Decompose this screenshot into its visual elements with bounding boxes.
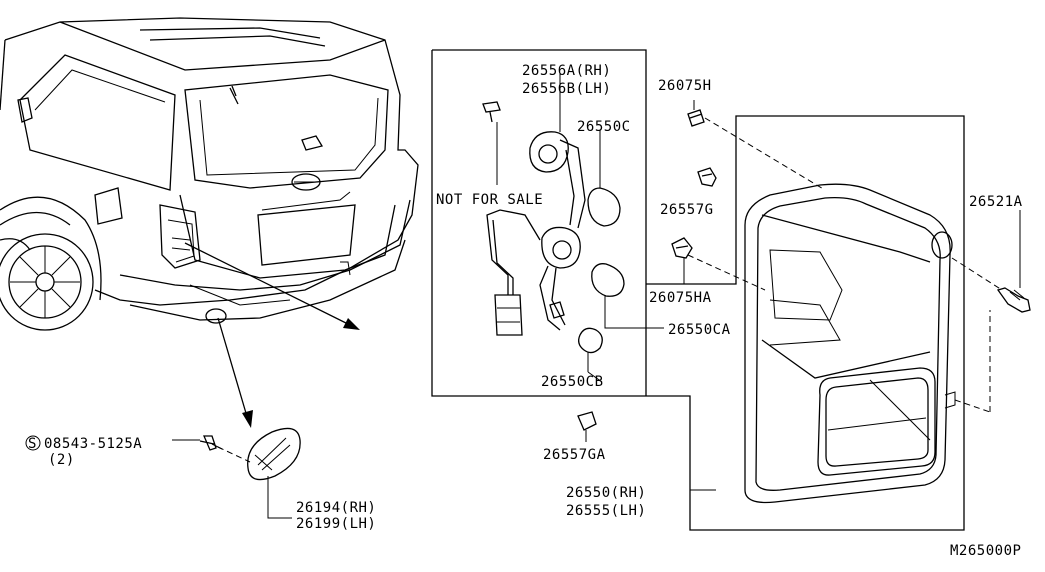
- label-not-for-sale: NOT FOR SALE: [436, 192, 543, 208]
- clips: [577, 100, 717, 442]
- label-26075HA: 26075HA: [649, 290, 712, 306]
- socket-box: [431, 49, 965, 531]
- vehicle-callout-arrows: [184, 242, 360, 428]
- labels: 26556A(RH) 26556B(LH) 26550C NOT FOR SAL…: [25, 63, 1023, 559]
- label-26521A: 26521A: [969, 194, 1023, 210]
- harness-and-bulbs: [482, 74, 664, 372]
- tail-lamp-assembly: [687, 117, 1003, 504]
- label-26557G: 26557G: [660, 202, 714, 218]
- label-26199: 26199(LH): [296, 516, 376, 532]
- label-26557GA: 26557GA: [543, 447, 606, 463]
- side-reflector-assembly: [172, 427, 301, 519]
- label-qty-2: (2): [48, 452, 75, 468]
- label-diagram-code: M265000P: [950, 543, 1021, 559]
- vehicle-rear-illustration: [0, 17, 419, 331]
- label-26550C: 26550C: [577, 119, 631, 135]
- arrow-head-icon: [242, 410, 253, 428]
- arrow-head-icon: [343, 318, 360, 330]
- label-26550CA: 26550CA: [668, 322, 731, 338]
- label-08543-5125A: 08543-5125A: [44, 436, 142, 452]
- label-26556B: 26556B(LH): [522, 81, 611, 97]
- label-26075H: 26075H: [658, 78, 712, 94]
- label-26550: 26550(RH): [566, 485, 646, 501]
- label-26555: 26555(LH): [566, 503, 646, 519]
- label-26550CB: 26550CB: [541, 374, 604, 390]
- s-circle-letter: S: [28, 436, 37, 452]
- s-circle-icon: [25, 435, 41, 451]
- leader-lines: [587, 371, 716, 500]
- label-26194: 26194(RH): [296, 500, 376, 516]
- bolt-26521A: [996, 210, 1031, 313]
- label-26556A: 26556A(RH): [522, 63, 611, 79]
